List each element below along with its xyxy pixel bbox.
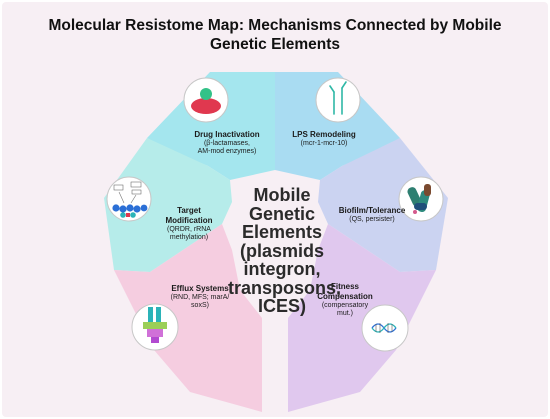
segment-biofilm-tolerance — [318, 138, 448, 272]
segment-target-modification — [104, 138, 232, 272]
label-biofilm-tolerance: Biofilm/Tolerance (QS, persister) — [338, 206, 406, 223]
dna-icon — [371, 323, 397, 333]
center-label: Mobile Genetic Elements (plasmids integr… — [228, 185, 342, 316]
ribosome-icon — [112, 181, 148, 218]
efflux-pump-icon — [143, 307, 167, 343]
label-efflux-systems: Efflux Systems (RND, MFS; marA/ soxS) — [170, 284, 230, 310]
diagram-title: Molecular Resistome Map: Mechanisms Conn… — [48, 17, 502, 53]
label-fitness-compensation: Fitness Compensation (compensatory mut.) — [317, 282, 373, 318]
segment-efflux-systems — [114, 224, 262, 412]
label-lps-remodeling: LPS Remodeling (mcr-1-mcr-10) — [292, 130, 356, 147]
label-target-modification: Target Modification (QRDR, rRNA methylat… — [165, 206, 213, 242]
label-drug-inactivation: Drug Inactivation (β-lactamases, AM-mod … — [194, 130, 260, 156]
segment-fitness-compensation — [288, 224, 436, 412]
segment-lps-remodeling — [275, 72, 400, 180]
lipid-icon — [329, 81, 347, 115]
biofilm-icon — [407, 184, 431, 214]
enzyme-icon — [191, 88, 221, 114]
